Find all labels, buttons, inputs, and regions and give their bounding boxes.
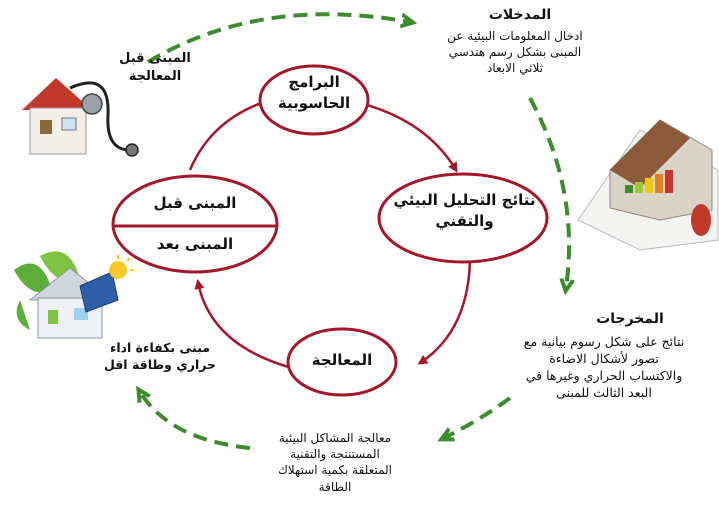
outputs-title: المخرجات	[596, 311, 664, 327]
building-after-label: مبنى بكفاءة اداء حراري وطاقة اقل	[103, 340, 217, 372]
node-software-circle	[258, 64, 370, 136]
arrow-building-to-software	[188, 97, 273, 171]
inputs-title: المدخلات	[488, 7, 552, 23]
outputs-description: نتائج على شكل رسوم بيانية مع تصور لأشكال…	[523, 334, 685, 400]
node-analysis-label: نتائج التحليل البيئي والتقني	[393, 191, 536, 230]
arrow-treatment-to-building	[194, 279, 293, 370]
node-before-label: المبنى قبل	[153, 194, 237, 212]
node-software-label: البرامج الحاسوبية	[277, 73, 351, 112]
node-treatment-label: المعالجة	[311, 351, 373, 369]
node-after-label: المبنى بعد	[156, 235, 234, 253]
3d-house-model-icon	[577, 119, 719, 251]
dashed-arrow-right	[528, 97, 569, 288]
dashed-arrow-bottom-left	[140, 392, 251, 450]
treatment-description: معالجة المشاكل البيئية المستنتجة والتقني…	[278, 431, 392, 494]
node-building-circle	[111, 174, 279, 274]
green-house-icon	[14, 251, 134, 339]
arrow-analysis-to-treatment	[417, 254, 472, 365]
building-before-label: المبنى قبل المعالجة	[119, 51, 191, 84]
dashed-arrow-bottom-right	[444, 396, 512, 438]
house-stethoscope-icon	[22, 78, 139, 157]
inputs-description: ادخال المعلومات البيئية عن المبنى بشكل ر…	[447, 29, 583, 76]
dashed-arrow-top	[146, 12, 410, 64]
node-analysis-circle	[377, 172, 549, 264]
node-treatment-circle	[286, 327, 398, 397]
